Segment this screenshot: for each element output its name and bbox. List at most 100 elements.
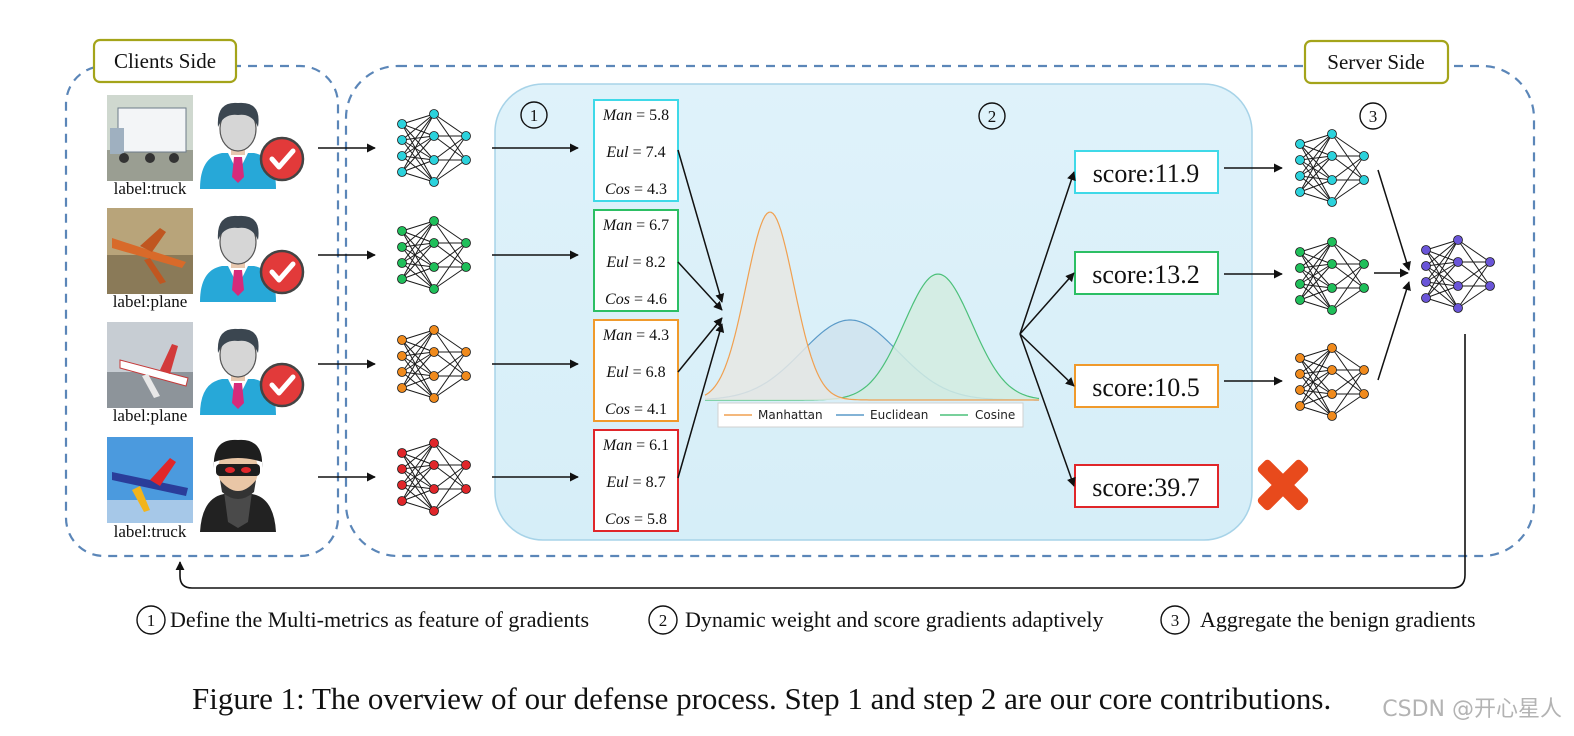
metric-to-score-arrow bbox=[677, 317, 723, 373]
score-value: score:11.9 bbox=[1093, 159, 1200, 188]
aggregate-arrow bbox=[1377, 169, 1411, 271]
metric-cos: Cos= 5.8 bbox=[605, 511, 667, 528]
metric-value: = 5.8 bbox=[634, 511, 667, 528]
metric-value: = 8.7 bbox=[633, 474, 666, 491]
metric-name: Man bbox=[602, 217, 632, 234]
metric-name: Cos bbox=[605, 511, 630, 528]
svg-text:Server Side: Server Side bbox=[1327, 50, 1424, 74]
user-check-icon bbox=[200, 102, 305, 189]
checkmark-badge-icon bbox=[259, 249, 305, 295]
metric-name: Cos bbox=[605, 401, 630, 418]
step-marker-1: 1 bbox=[520, 101, 548, 129]
step-description-2: 2 Dynamic weight and score gradients ada… bbox=[648, 605, 1103, 635]
legend-label-manhattan: Manhattan bbox=[758, 408, 823, 422]
step-description-3: 3 Aggregate the benign gradients bbox=[1160, 605, 1476, 635]
user-check-icon bbox=[200, 215, 305, 302]
svg-text:3: 3 bbox=[1369, 107, 1378, 126]
metric-eul: Eul= 8.7 bbox=[605, 474, 665, 491]
metric-name: Eul bbox=[605, 144, 629, 161]
metric-name: Man bbox=[602, 437, 632, 454]
score-box: score:10.5 bbox=[1074, 364, 1219, 408]
svg-text:1: 1 bbox=[147, 611, 156, 630]
cross-icon bbox=[1257, 459, 1309, 511]
metric-to-score-arrow bbox=[677, 323, 725, 479]
score-fanout-arrow bbox=[1019, 272, 1075, 335]
score-box: score:13.2 bbox=[1074, 251, 1219, 295]
client-photo-plane-2 bbox=[107, 208, 193, 294]
metric-man: Man= 6.7 bbox=[602, 217, 669, 234]
metric-man: Man= 5.8 bbox=[602, 107, 669, 124]
server-model-network-icon bbox=[1295, 343, 1369, 421]
metric-name: Cos bbox=[605, 181, 630, 198]
metric-cos: Cos= 4.6 bbox=[605, 291, 667, 308]
client-label: label:truck bbox=[114, 179, 187, 198]
metric-name: Cos bbox=[605, 291, 630, 308]
metric-value: = 6.8 bbox=[633, 364, 666, 381]
checkmark-badge-icon bbox=[259, 136, 305, 182]
svg-text:2: 2 bbox=[988, 107, 997, 126]
step-marker-2: 2 bbox=[978, 102, 1006, 130]
metric-to-score-arrow bbox=[677, 261, 723, 311]
metric-man: Man= 4.3 bbox=[602, 327, 669, 344]
clients-side-title: Clients Side bbox=[92, 38, 238, 84]
score-fanout-arrow bbox=[1019, 171, 1076, 335]
score-value: score:10.5 bbox=[1092, 373, 1200, 402]
metric-value: = 7.4 bbox=[633, 144, 666, 161]
metric-value: = 4.3 bbox=[636, 327, 669, 344]
score-value: score:13.2 bbox=[1092, 260, 1200, 289]
curve-cosine-fill bbox=[705, 274, 1040, 400]
metric-to-score-arrow bbox=[677, 149, 725, 303]
svg-text:Define the Multi-metrics as fe: Define the Multi-metrics as feature of g… bbox=[170, 607, 589, 632]
server-model-network-icon bbox=[1295, 129, 1369, 207]
metric-name: Eul bbox=[605, 364, 629, 381]
client-model-network-icon bbox=[397, 109, 471, 187]
metric-eul: Eul= 8.2 bbox=[605, 254, 665, 271]
metric-cos: Cos= 4.3 bbox=[605, 181, 667, 198]
hacker-icon bbox=[200, 439, 276, 532]
metrics-panel bbox=[494, 83, 1253, 541]
metric-name: Man bbox=[602, 327, 632, 344]
metric-man: Man= 6.1 bbox=[602, 437, 669, 454]
svg-text:Aggregate the benign gradients: Aggregate the benign gradients bbox=[1200, 607, 1476, 632]
metric-value: = 4.1 bbox=[634, 401, 667, 418]
server-model-network-icon bbox=[1295, 237, 1369, 315]
client-model-network-icon bbox=[397, 325, 471, 403]
score-fanout-arrow bbox=[1019, 333, 1076, 487]
checkmark-badge-icon bbox=[259, 362, 305, 408]
client-photo-truck-1 bbox=[107, 95, 193, 181]
svg-text:1: 1 bbox=[530, 106, 539, 125]
metric-cos: Cos= 4.1 bbox=[605, 401, 667, 418]
metric-value: = 8.2 bbox=[633, 254, 666, 271]
figure-caption: Figure 1: The overview of our defense pr… bbox=[192, 681, 1331, 716]
svg-text:3: 3 bbox=[1171, 611, 1180, 630]
metric-value: = 5.8 bbox=[636, 107, 669, 124]
watermark: CSDN @开心星人 bbox=[1382, 697, 1562, 722]
score-box: score:39.7 bbox=[1074, 464, 1219, 508]
aggregate-arrow bbox=[1377, 281, 1411, 381]
curve-manhattan bbox=[704, 211, 1039, 401]
metric-name: Eul bbox=[605, 474, 629, 491]
score-fanout-arrow bbox=[1019, 333, 1075, 387]
score-value: score:39.7 bbox=[1092, 473, 1200, 502]
user-check-icon bbox=[200, 328, 305, 415]
svg-text:Dynamic weight and score gradi: Dynamic weight and score gradients adapt… bbox=[685, 607, 1103, 632]
client-model-network-icon bbox=[397, 438, 471, 516]
score-box: score:11.9 bbox=[1074, 150, 1219, 194]
aggregated-model-network-icon bbox=[1421, 235, 1495, 313]
client-photo-plane-3 bbox=[107, 322, 193, 408]
curve-manhattan-fill bbox=[705, 212, 1040, 400]
metric-value: = 4.6 bbox=[634, 291, 667, 308]
client-photo-plane-4 bbox=[107, 437, 193, 523]
step-marker-3: 3 bbox=[1359, 102, 1387, 130]
metric-value: = 6.1 bbox=[636, 437, 669, 454]
svg-text:2: 2 bbox=[659, 611, 668, 630]
legend-label-cosine: Cosine bbox=[975, 408, 1015, 422]
distribution-curves bbox=[704, 211, 1040, 401]
feedback-arrow bbox=[175, 334, 1466, 589]
step-description-1: 1 Define the Multi-metrics as feature of… bbox=[136, 605, 589, 635]
